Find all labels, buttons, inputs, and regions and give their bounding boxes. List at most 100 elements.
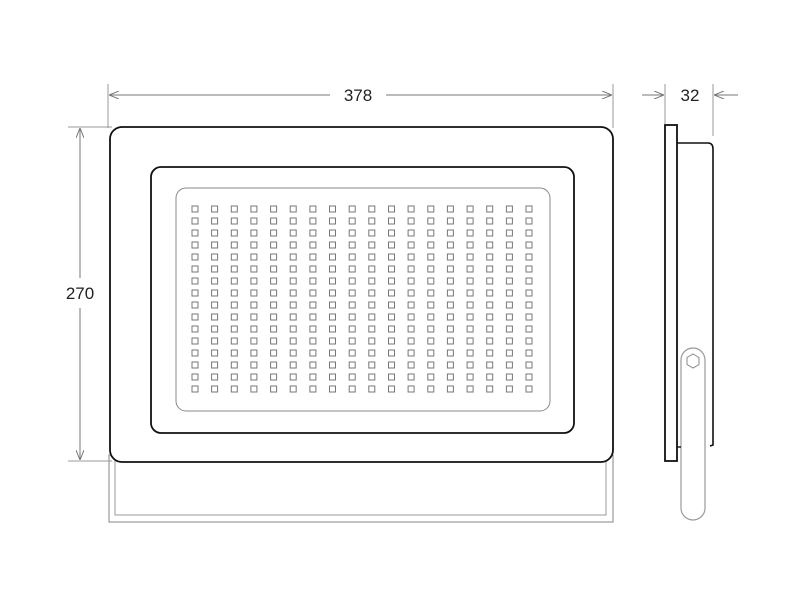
- led-chip: [466, 265, 474, 273]
- led-chip: [446, 253, 454, 261]
- led-chip: [230, 217, 238, 225]
- led-chip: [505, 229, 513, 237]
- led-chip: [211, 325, 219, 333]
- bolt-hex-icon: [686, 353, 700, 369]
- led-chip: [309, 349, 317, 357]
- led-chip: [348, 217, 356, 225]
- side-body: [677, 142, 714, 447]
- led-chip: [525, 373, 533, 381]
- led-chip: [525, 253, 533, 261]
- led-chip: [211, 385, 219, 393]
- led-chip: [505, 337, 513, 345]
- led-chip: [250, 289, 258, 297]
- led-chip: [211, 301, 219, 309]
- led-chip: [270, 217, 278, 225]
- led-chip: [230, 289, 238, 297]
- led-chip: [388, 217, 395, 225]
- led-chip: [329, 277, 336, 285]
- front-view: [108, 126, 614, 523]
- led-chip: [368, 217, 376, 225]
- led-chip: [466, 301, 474, 309]
- led-chip: [211, 337, 219, 345]
- led-chip: [407, 325, 415, 333]
- led-chip: [289, 217, 297, 225]
- led-chip: [230, 325, 238, 333]
- led-chip: [230, 373, 238, 381]
- led-chip: [466, 289, 474, 297]
- led-chip: [191, 229, 199, 237]
- led-chip: [466, 337, 474, 345]
- led-chip: [211, 205, 219, 213]
- led-chip: [211, 361, 219, 369]
- led-chip: [250, 349, 258, 357]
- led-chip: [446, 217, 454, 225]
- led-chip: [368, 349, 376, 357]
- led-chip: [329, 241, 336, 249]
- led-chip: [407, 385, 415, 393]
- led-chip: [525, 277, 533, 285]
- led-chip: [368, 229, 376, 237]
- led-chip: [289, 313, 297, 321]
- led-chip: [191, 313, 199, 321]
- led-chip: [486, 301, 494, 309]
- led-chip: [309, 241, 317, 249]
- led-chip: [329, 385, 336, 393]
- led-chip: [329, 265, 336, 273]
- led-chip: [270, 385, 278, 393]
- led-chip: [230, 229, 238, 237]
- led-chip: [230, 361, 238, 369]
- led-chip: [289, 253, 297, 261]
- led-chip: [388, 301, 395, 309]
- led-chip: [230, 253, 238, 261]
- led-chip: [191, 205, 199, 213]
- led-chip: [309, 289, 317, 297]
- led-chip: [230, 301, 238, 309]
- led-chip: [270, 325, 278, 333]
- led-chip: [348, 205, 356, 213]
- led-chip: [289, 265, 297, 273]
- led-chip: [446, 325, 454, 333]
- led-chip: [270, 313, 278, 321]
- led-chip: [388, 289, 395, 297]
- led-chip: [486, 385, 494, 393]
- led-chip: [368, 253, 376, 261]
- led-chip: [329, 337, 336, 345]
- led-chip: [446, 265, 454, 273]
- led-chip: [368, 337, 376, 345]
- led-chip: [270, 277, 278, 285]
- led-chip: [505, 205, 513, 213]
- led-chip: [388, 385, 395, 393]
- led-chip: [250, 253, 258, 261]
- led-chip: [368, 373, 376, 381]
- led-chip: [329, 361, 336, 369]
- led-chip: [348, 325, 356, 333]
- led-chip: [486, 241, 494, 249]
- led-chip: [368, 301, 376, 309]
- height-label: 270: [66, 284, 94, 303]
- led-chip: [348, 373, 356, 381]
- led-chip: [466, 385, 474, 393]
- led-chip: [525, 241, 533, 249]
- side-front-plate: [664, 124, 678, 462]
- led-chip: [191, 349, 199, 357]
- led-chip: [348, 241, 356, 249]
- led-chip: [368, 289, 376, 297]
- led-chip: [348, 337, 356, 345]
- led-chip: [230, 337, 238, 345]
- led-chip: [407, 241, 415, 249]
- mounting-bracket-inner: [114, 454, 607, 516]
- led-chip: [388, 277, 395, 285]
- led-chip: [250, 325, 258, 333]
- led-chip: [309, 229, 317, 237]
- led-chip: [407, 265, 415, 273]
- led-chip: [407, 361, 415, 369]
- led-chip: [270, 373, 278, 381]
- led-chip: [270, 253, 278, 261]
- led-chip: [407, 313, 415, 321]
- led-chip: [446, 313, 454, 321]
- led-chip: [348, 313, 356, 321]
- led-chip: [505, 385, 513, 393]
- led-chip: [446, 385, 454, 393]
- led-chip: [525, 301, 533, 309]
- led-chip: [446, 289, 454, 297]
